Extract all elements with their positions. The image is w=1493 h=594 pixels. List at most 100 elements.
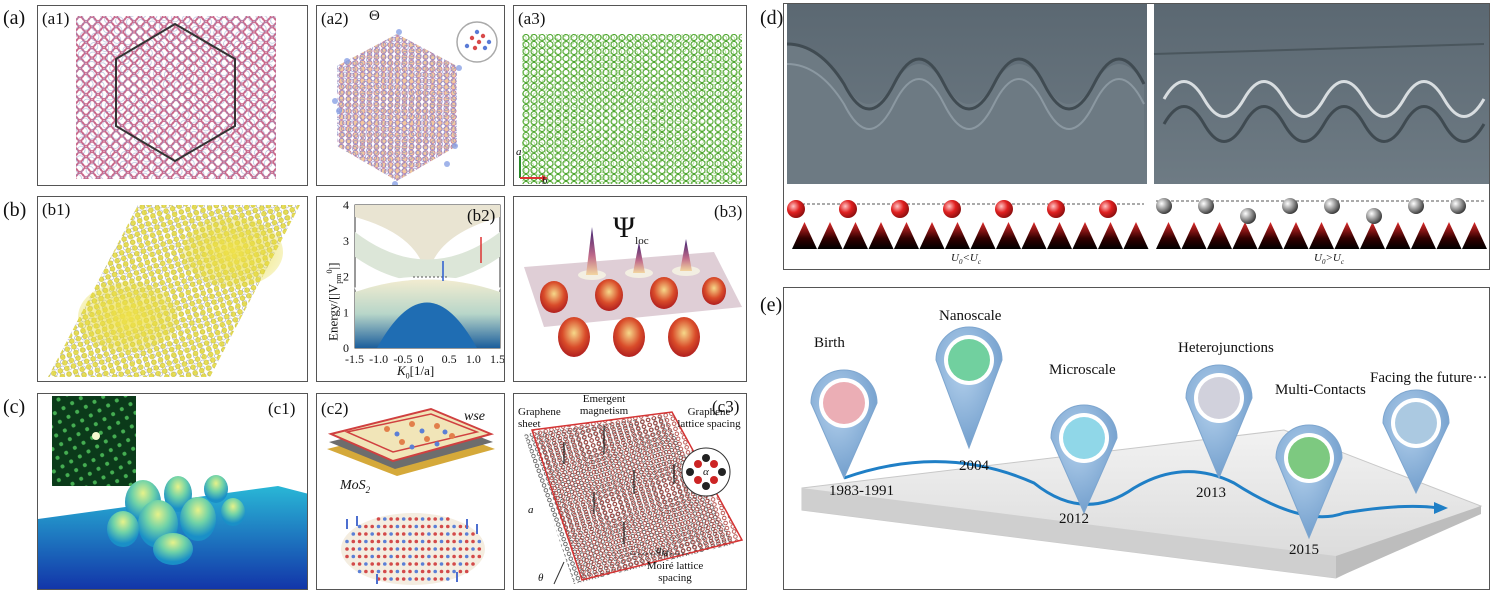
d-potential-well <box>1021 222 1047 249</box>
timeline-title: Microscale <box>1049 362 1116 378</box>
c2-lattice-dot <box>464 562 469 566</box>
panel-label-b2: (b2) <box>467 206 496 225</box>
c2-lattice-dot <box>458 547 463 551</box>
c2-lattice-dot <box>439 554 444 559</box>
c2-lattice-dot <box>446 547 450 551</box>
c2-lattice-dot <box>395 539 400 544</box>
b2-ylabel-text: Energy/[|V <box>325 283 341 341</box>
panel-label-c3: (c3) <box>712 397 740 416</box>
panel-a2: (a2) Θ <box>316 5 505 186</box>
d-particle-red <box>1099 200 1117 218</box>
c2-lattice-dot <box>376 539 381 544</box>
d-particle-red <box>839 200 857 218</box>
c2-lattice-dot <box>427 532 431 536</box>
c2-lattice-dot <box>351 547 356 551</box>
d-potential-well <box>1360 222 1385 249</box>
c2-lattice-dot <box>370 524 374 529</box>
d-potential-well <box>1283 222 1309 249</box>
mos-text: MoS <box>340 478 366 493</box>
c2-lattice-dot <box>452 569 456 574</box>
c2-lattice-dot <box>376 524 381 529</box>
c2-lattice-dot <box>408 539 412 544</box>
d-potential-well <box>1258 222 1283 249</box>
timeline-year: 2015 <box>1289 542 1319 558</box>
b1-lattice-figure <box>48 205 300 377</box>
b2-ytick: 4 <box>343 198 349 212</box>
c2-lattice-dot <box>401 532 406 536</box>
c2-lattice-dot <box>351 562 356 566</box>
psi-symbol: Ψ <box>613 211 636 244</box>
timeline-title: Multi-Contacts <box>1275 382 1366 398</box>
c2-lattice-dot <box>389 539 393 544</box>
panel-label-c2: (c2) <box>321 399 349 418</box>
c2-lattice-dot <box>401 577 406 581</box>
d-left-sub: 0 <box>958 258 963 267</box>
c2-lattice-dot <box>458 532 463 536</box>
c3-am-text: a <box>656 544 662 556</box>
b2-ylabel-sub: pm <box>333 273 343 284</box>
c2-lattice-dot <box>345 539 349 544</box>
c3-a-label: a <box>528 504 534 516</box>
c2-lattice-dot <box>464 554 469 559</box>
c2-lattice-dot <box>389 547 393 551</box>
c2-lattice-dot <box>401 562 406 566</box>
panel-label-a: (a) <box>3 7 26 29</box>
d-potential-well <box>1098 222 1123 249</box>
d-right-sub: 0 <box>1321 258 1326 267</box>
b2-xlabel-sub: 0 <box>405 371 410 381</box>
b2-xlabel-text: K <box>397 363 406 378</box>
c2-lattice-dot <box>357 524 362 529</box>
d-potential-well <box>1123 222 1149 249</box>
c2-lattice-dot <box>458 524 463 529</box>
c2-lattice-dot <box>364 554 368 559</box>
d-particle-grey <box>1198 198 1214 214</box>
c2-lattice-dot <box>464 569 469 574</box>
a3-axis-b: b <box>542 175 548 186</box>
theta-symbol: Θ <box>369 8 380 24</box>
c2-lattice-dot <box>439 569 444 574</box>
d-potential-well <box>919 222 945 249</box>
panel-label-a3: (a3) <box>518 9 546 28</box>
c2-lattice-dot <box>395 547 400 551</box>
c2-lattice-dot <box>420 532 425 536</box>
graphene-lattice-label: Graphene lattice spacing <box>677 406 741 431</box>
c2-lattice-dot <box>446 524 450 529</box>
c2-lattice-dot <box>408 577 412 581</box>
c2-lattice-dot <box>414 554 419 559</box>
d-potential-well <box>1411 222 1436 249</box>
panel-a1: (a1) <box>37 5 308 186</box>
d-potential-well <box>1181 222 1207 249</box>
c2-lattice-dot <box>420 524 425 529</box>
panel-label-b3: (b3) <box>714 202 743 221</box>
c2-lattice-dot <box>364 569 368 574</box>
c2-lattice-dot <box>408 569 412 574</box>
c3-theta-label: θ <box>538 572 544 584</box>
d-particle-grey <box>1156 198 1172 214</box>
c2-lattice-dot <box>471 539 475 544</box>
d-potential-well <box>1072 222 1098 249</box>
c2-lattice-dot <box>439 517 444 521</box>
timeline-pin-image <box>1288 437 1330 479</box>
c2-lattice-dot <box>471 562 475 566</box>
c2-lattice-dot <box>420 569 425 574</box>
c2-lattice-dot <box>452 524 456 529</box>
timeline-title: Nanoscale <box>939 308 1002 324</box>
d-potential-well <box>894 222 919 249</box>
c2-lattice-dot <box>414 547 419 551</box>
d-potential-well <box>843 222 868 249</box>
c2-lattice-dot <box>414 532 419 536</box>
c2-lattice-dot <box>433 517 437 521</box>
c2-lattice-dot <box>408 547 412 551</box>
c2-lattice-dot <box>370 539 374 544</box>
d-potential-well <box>1309 222 1334 249</box>
d-left-mid: <U <box>962 252 978 264</box>
a3-lattice-figure <box>519 34 742 184</box>
timeline-year: 2013 <box>1196 485 1226 501</box>
c2-lattice-dot <box>351 532 356 536</box>
c2-lattice-dot <box>376 532 381 536</box>
d-right-caption: U0>Uc <box>1314 252 1344 266</box>
c2-lattice-dot <box>408 517 412 521</box>
d-potential-well <box>1156 222 1181 249</box>
moire-spacing-label: Moiré lattice spacing <box>646 560 704 585</box>
